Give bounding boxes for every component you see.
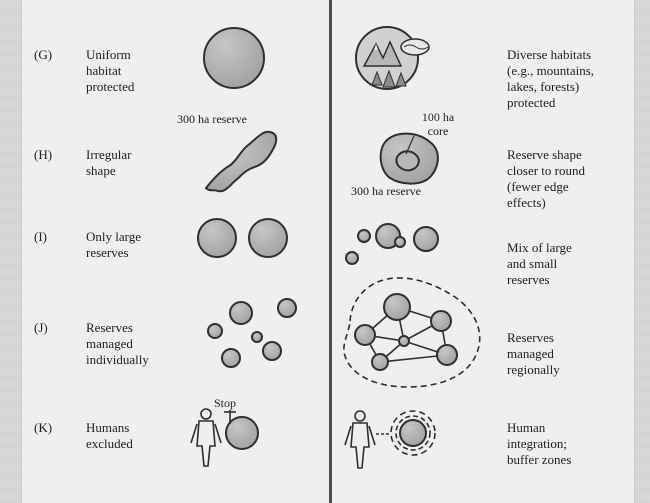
human-head-left xyxy=(200,408,212,420)
right-label-h: Reserve shape closer to round (fewer edg… xyxy=(507,147,585,210)
human-arm-left-2 xyxy=(214,423,222,444)
rounder-reserve xyxy=(379,132,439,185)
center-divider xyxy=(329,0,332,503)
diagram-panel xyxy=(22,0,634,503)
right-label-g: Diverse habitats (e.g., mountains, lakes… xyxy=(507,47,595,110)
irregular-reserve-shape xyxy=(204,130,278,193)
right-300ha-reserve-label: 300 ha reserve xyxy=(351,184,421,198)
stop-sign-label: Stop xyxy=(214,396,237,410)
row-letter-i: (I) xyxy=(34,229,47,244)
human-figure-left xyxy=(190,408,222,467)
right-label-i: Mix of large and small reserves xyxy=(507,240,572,287)
individual-reserve-4 xyxy=(251,331,263,343)
row-letter-j: (J) xyxy=(34,320,48,335)
small-reserve-1 xyxy=(357,229,371,243)
left-label-h: Irregular shape xyxy=(86,147,132,178)
human-head-right xyxy=(354,410,366,422)
buffer-zone-inner xyxy=(395,415,431,451)
human-arm-right-1 xyxy=(344,425,352,446)
core-leader-line xyxy=(405,135,415,155)
human-body-right xyxy=(350,422,370,469)
right-100ha-core-label: 100 ha core xyxy=(421,110,455,138)
integrated-reserve-circle xyxy=(399,419,427,447)
reserve-core-shape xyxy=(395,150,420,172)
large-reserve-2 xyxy=(248,218,288,258)
network-reserve-4 xyxy=(398,335,410,347)
left-label-i: Only large reserves xyxy=(86,229,141,260)
tree-icon-3 xyxy=(395,71,407,87)
regional-boundary-dashed xyxy=(343,277,481,388)
row-letter-g: (G) xyxy=(34,47,53,62)
lake-wave-icon xyxy=(403,44,429,50)
left-label-k: Humans excluded xyxy=(86,420,133,451)
human-body-left xyxy=(196,420,216,467)
network-reserve-5 xyxy=(371,353,389,371)
left-label-g: Uniform habitat protected xyxy=(86,47,135,94)
uniform-reserve-circle xyxy=(203,27,265,89)
human-arm-right-2 xyxy=(368,425,376,446)
human-arm-left-1 xyxy=(190,423,198,444)
small-reserve-2 xyxy=(394,236,406,248)
right-label-j: Reserves managed regionally xyxy=(507,330,560,377)
network-edge-10 xyxy=(379,354,448,363)
individual-reserve-1 xyxy=(229,301,253,325)
lake-icon xyxy=(400,38,430,56)
network-reserve-6 xyxy=(436,344,458,366)
tree-icon-1 xyxy=(371,70,383,86)
diverse-habitats-reserve xyxy=(355,26,430,90)
tree-icon-2 xyxy=(382,69,396,88)
row-letter-k: (K) xyxy=(34,420,53,435)
network-reserve-1 xyxy=(383,293,411,321)
large-reserve-1 xyxy=(197,218,237,258)
network-reserve-2 xyxy=(430,310,452,332)
right-label-k: Human integration; buffer zones xyxy=(507,420,572,467)
mountain-snow-icon xyxy=(374,44,378,50)
individual-reserve-6 xyxy=(221,348,241,368)
left-label-j: Reserves managed individually xyxy=(86,320,149,367)
small-reserve-3 xyxy=(345,251,359,265)
individual-reserve-5 xyxy=(262,341,282,361)
left-300ha-reserve-label: 300 ha reserve xyxy=(177,112,247,126)
medium-reserve-2 xyxy=(413,226,439,252)
network-reserve-3 xyxy=(354,324,376,346)
human-figure-right xyxy=(344,410,376,469)
row-letter-h: (H) xyxy=(34,147,53,162)
buffer-zone-outer xyxy=(390,410,436,456)
mountains-icon xyxy=(362,40,403,67)
excluded-reserve-circle xyxy=(225,416,259,450)
individual-reserve-2 xyxy=(277,298,297,318)
individual-reserve-3 xyxy=(207,323,223,339)
